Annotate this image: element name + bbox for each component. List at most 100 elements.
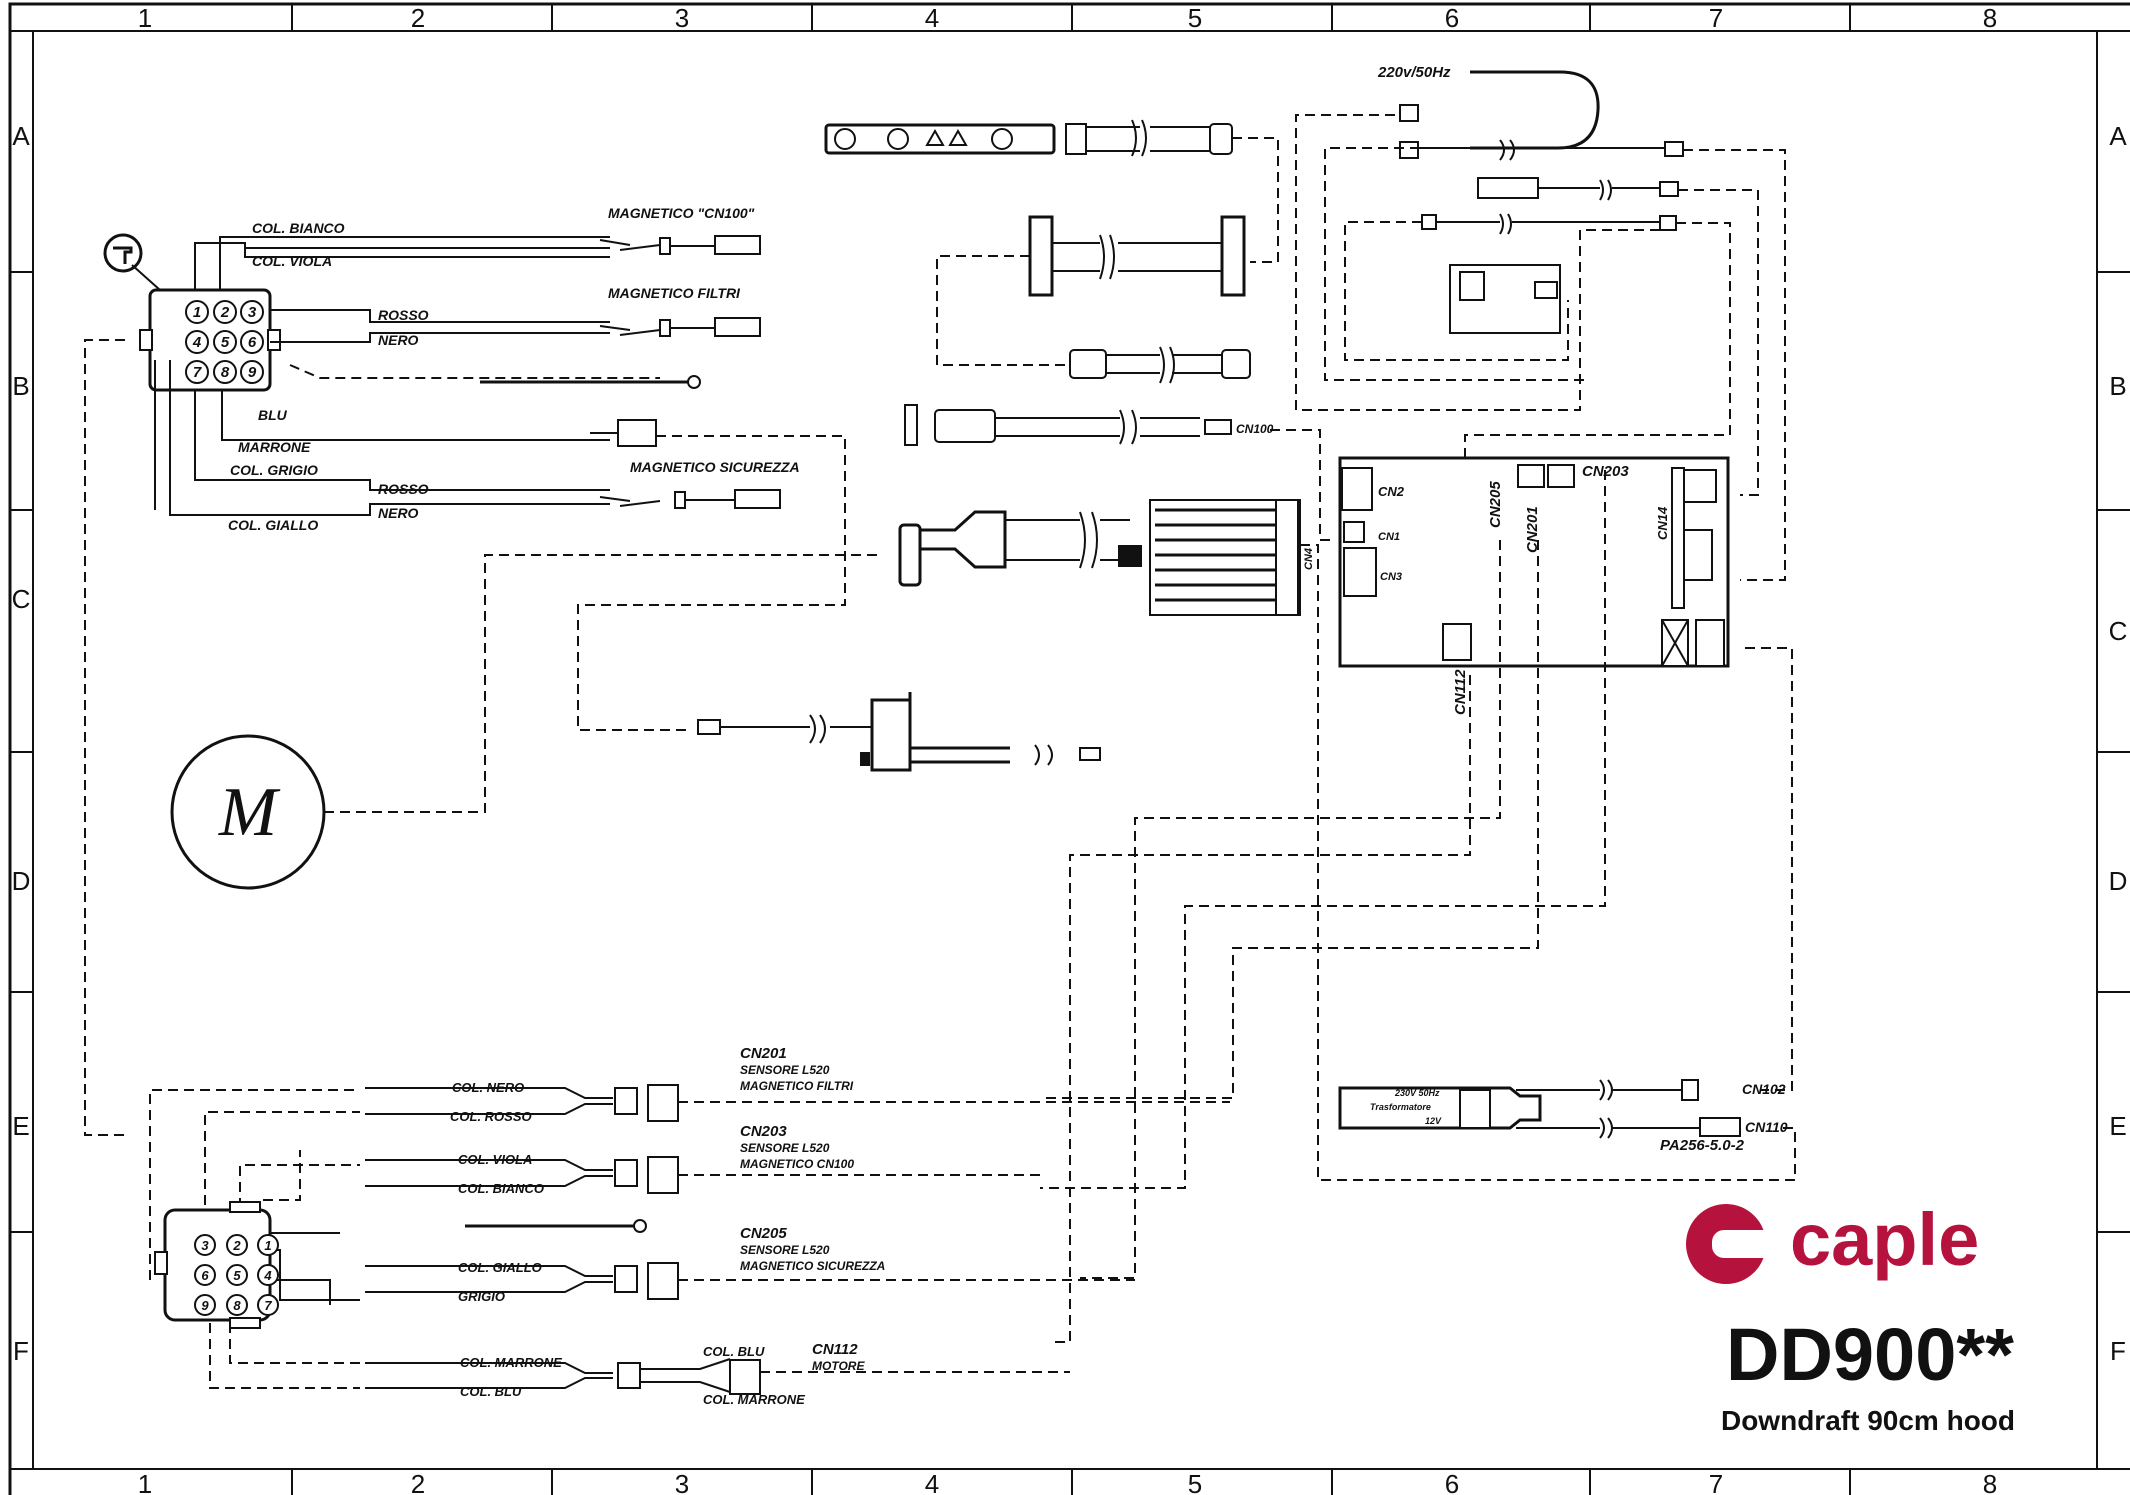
grid-row-d-right: D: [2109, 866, 2128, 896]
grid-col-3-bottom: 3: [675, 1469, 689, 1495]
label-col-grigio: COL. GRIGIO: [230, 462, 318, 478]
label-magnetico-sicurezza: MAGNETICO SICUREZZA: [630, 459, 800, 475]
cn110-label: CN110: [1745, 1119, 1788, 1135]
pin-7: 7: [193, 364, 202, 381]
connector-9pin-bottom: [163, 1208, 272, 1322]
blabel-cn203: CN203: [740, 1123, 787, 1140]
transformer-line2: Trasformatore: [1370, 1102, 1431, 1112]
label-col-giallo: COL. GIALLO: [228, 517, 318, 533]
grid-col-2-top: 2: [411, 3, 425, 33]
ribbon-cable-2: [936, 215, 1246, 366]
pin-5: 5: [221, 334, 230, 351]
grid-row-f-left: F: [13, 1336, 29, 1366]
blabel-cn205-l1: SENSORE L520: [740, 1243, 830, 1257]
harness-connector: CN4: [898, 499, 1315, 616]
grid-col-6-top: 6: [1445, 3, 1459, 33]
bpin-7: 7: [264, 1298, 272, 1313]
model-description: Downdraft 90cm hood: [1721, 1405, 2015, 1436]
connector-top-pins: 1 2 3 4 5 6 7 8 9: [185, 300, 264, 384]
blabel-cn203-l2: MAGNETICO CN100: [740, 1157, 854, 1171]
pin-9: 9: [248, 364, 257, 381]
grid-row-f-right: F: [2110, 1336, 2126, 1366]
ground-symbol-icon: [103, 233, 143, 273]
label-blu: BLU: [258, 407, 288, 423]
label-col-bianco: COL. BIANCO: [252, 220, 345, 236]
model-title: DD900**: [1726, 1313, 2014, 1396]
label-nero-2: NERO: [378, 505, 419, 521]
grid-col-1-bottom: 1: [138, 1469, 152, 1495]
bpin-2: 2: [232, 1238, 241, 1253]
bottom-connector-group: 3 2 1 6 5 4 9 8 7: [149, 1045, 1230, 1407]
ground-dashed-line: [84, 339, 125, 1136]
grid-row-b-right: B: [2109, 371, 2126, 401]
pa256-label: PA256-5.0-2: [1660, 1137, 1745, 1154]
grid-col-6-bottom: 6: [1445, 1469, 1459, 1495]
actuator-component: [697, 692, 1101, 772]
grid-col-8-top: 8: [1983, 3, 1997, 33]
transformer-line1: 230V 50Hz: [1394, 1088, 1440, 1098]
board-cn14-label: CN14: [1655, 506, 1670, 540]
bpin-4: 4: [263, 1268, 272, 1283]
board-cn1-label: CN1: [1378, 531, 1400, 543]
main-control-board: [1338, 456, 1730, 668]
label-marrone: MARRONE: [238, 439, 311, 455]
board-cn205-label: CN205: [1487, 481, 1504, 528]
board-cn2-label: CN2: [1378, 484, 1405, 499]
grid-col-7-bottom: 7: [1709, 1469, 1723, 1495]
grid-row-a-left: A: [12, 121, 30, 151]
cn4-label: CN4: [1303, 548, 1315, 570]
blabel-cn201: CN201: [740, 1045, 787, 1062]
grid-row-a-right: A: [2109, 121, 2127, 151]
blabel-col-blu-right: COL. BLU: [703, 1344, 765, 1359]
pin-1: 1: [193, 304, 201, 321]
grid-row-e-left: E: [12, 1111, 29, 1141]
brand-block: caple DD900** Downdraft 90cm hood: [1686, 1198, 2015, 1436]
brand-name: caple: [1790, 1198, 1979, 1281]
blabel-col-viola: COL. VIOLA: [458, 1152, 532, 1167]
ribbon-cable-1: [1065, 119, 1279, 263]
cn100-label: CN100: [1236, 422, 1274, 436]
blabel-col-giallo: COL. GIALLO: [458, 1260, 542, 1275]
cn102-label: CN102: [1742, 1081, 1786, 1097]
pin-8: 8: [221, 364, 230, 381]
blabel-cn112-l1: MOTORE: [812, 1359, 865, 1373]
grid-col-5-top: 5: [1188, 3, 1202, 33]
pin-4: 4: [192, 334, 202, 351]
blabel-cn203-l1: SENSORE L520: [740, 1141, 830, 1155]
label-magnetico-filtri: MAGNETICO FILTRI: [608, 285, 741, 301]
grid-col-4-bottom: 4: [925, 1469, 939, 1495]
cable-cn112: [365, 1358, 1070, 1395]
label-rosso-2: ROSSO: [378, 481, 429, 497]
label-magnetico-cn100: MAGNETICO "CN100": [608, 205, 755, 221]
grid-row-c-right: C: [2109, 616, 2128, 646]
bpin-5: 5: [233, 1268, 241, 1283]
pin-3: 3: [248, 304, 257, 321]
grid-col-5-bottom: 5: [1188, 1469, 1202, 1495]
board-cn201-label: CN201: [1524, 506, 1541, 553]
magnetico-sicurezza-sensor: [599, 489, 781, 509]
drawing-frame: 1 2 3 4 5 6 7 8 1 2 3 4 5 6 7 8 A B C D …: [8, 2, 2130, 1495]
supply-voltage-label: 220v/50Hz: [1377, 64, 1451, 81]
transformer-line3: 12V: [1425, 1116, 1442, 1126]
grid-col-8-bottom: 8: [1983, 1469, 1997, 1495]
blabel-col-marrone-right: COL. MARRONE: [703, 1392, 805, 1407]
label-nero-1: NERO: [378, 332, 419, 348]
grid-col-1-top: 1: [138, 3, 152, 33]
pin-6: 6: [248, 334, 257, 351]
blabel-cn205: CN205: [740, 1225, 787, 1242]
bpin-9: 9: [201, 1298, 209, 1313]
motor-label: M: [218, 774, 281, 851]
power-supply-group: 220v/50Hz: [1040, 64, 1796, 1343]
board-cn3-label: CN3: [1380, 571, 1402, 583]
blabel-cn201-l2: MAGNETICO FILTRI: [740, 1079, 854, 1093]
top-connector-group: 1 2 3 4 5 6 7 8 9: [103, 205, 846, 731]
caple-logo: caple: [1686, 1198, 1979, 1284]
magnetico-filtri-sensor: [599, 317, 761, 337]
grid-col-3-top: 3: [675, 3, 689, 33]
blabel-grigio: GRIGIO: [458, 1289, 505, 1304]
pin-2: 2: [220, 304, 230, 321]
grid-row-e-right: E: [2109, 1111, 2126, 1141]
grid-row-b-left: B: [12, 371, 29, 401]
ribbon-cable-3: [1069, 346, 1251, 384]
